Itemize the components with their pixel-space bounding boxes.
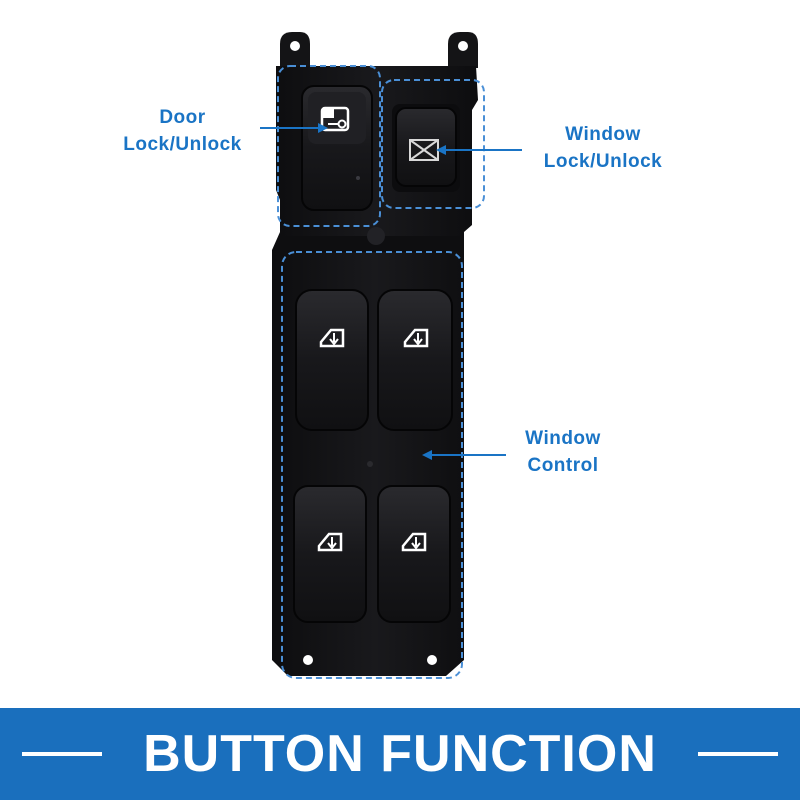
housing-dot bbox=[367, 461, 373, 467]
door-lock-callout-line2: Lock/Unlock bbox=[123, 134, 242, 155]
door-key-icon bbox=[320, 106, 350, 132]
window-control-highlight-box bbox=[281, 251, 463, 679]
window-control-button-rear-left[interactable] bbox=[293, 485, 367, 623]
window-lock-button[interactable] bbox=[392, 104, 460, 192]
window-lock-callout: Window Lock/Unlock bbox=[522, 121, 684, 175]
window-control-callout-line1: Window bbox=[525, 428, 601, 449]
window-control-callout: Window Control bbox=[498, 425, 628, 479]
door-lock-arrow bbox=[260, 123, 328, 133]
window-control-arrow bbox=[422, 450, 506, 460]
window-lock-callout-line2: Lock/Unlock bbox=[543, 151, 663, 172]
window-control-callout-line2: Control bbox=[527, 455, 599, 476]
title-banner: BUTTON FUNCTION bbox=[0, 708, 800, 800]
mounting-tab-left bbox=[280, 32, 310, 68]
window-arrow-icon bbox=[403, 328, 429, 348]
housing-ridge bbox=[282, 236, 460, 252]
window-lock-callout-line1: Window bbox=[565, 124, 641, 145]
housing-hole bbox=[367, 227, 385, 245]
window-lock-arrow bbox=[436, 145, 522, 155]
banner-rule-left bbox=[22, 752, 102, 756]
screw-hole bbox=[427, 655, 437, 665]
door-lock-button[interactable] bbox=[301, 85, 373, 211]
window-arrow-icon bbox=[317, 532, 343, 552]
door-lock-callout-line1: Door bbox=[159, 107, 206, 128]
window-arrow-icon bbox=[401, 532, 427, 552]
window-arrow-icon bbox=[319, 328, 345, 348]
door-lock-highlight-box bbox=[277, 65, 381, 227]
window-control-button-front-right[interactable] bbox=[377, 289, 453, 431]
screw-hole bbox=[303, 655, 313, 665]
door-lock-callout: Door Lock/Unlock bbox=[100, 104, 265, 158]
window-control-button-rear-right[interactable] bbox=[377, 485, 451, 623]
mounting-tab-right bbox=[448, 32, 478, 68]
banner-title: BUTTON FUNCTION bbox=[143, 725, 657, 783]
window-control-button-front-left[interactable] bbox=[295, 289, 369, 431]
banner-rule-right bbox=[698, 752, 778, 756]
